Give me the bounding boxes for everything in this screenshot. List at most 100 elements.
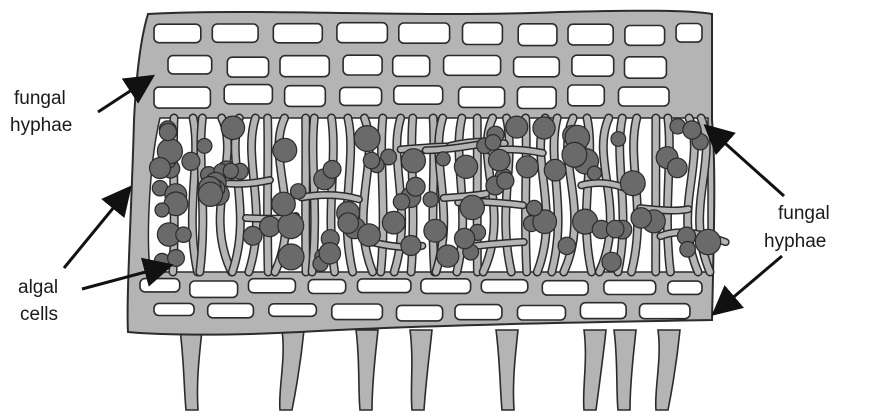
cortex-cell [455, 305, 502, 320]
cortex-cell [518, 306, 566, 321]
cortex-cell [668, 281, 702, 294]
cortex-cell [280, 56, 329, 77]
cortex-cell [393, 56, 430, 77]
label-right-line2: hyphae [764, 231, 826, 252]
arrow-right-upper [708, 128, 784, 196]
cortex-cell [212, 24, 258, 42]
rhizine [656, 330, 680, 410]
algal-cell [455, 228, 475, 248]
cortex-cell [397, 305, 443, 321]
rhizine [280, 330, 304, 410]
algal-cell [319, 243, 340, 264]
algal-cell [358, 224, 381, 247]
algal-cell [680, 242, 696, 258]
algal-cell [338, 213, 359, 234]
algal-cell [562, 142, 587, 167]
algal-cell [406, 177, 425, 196]
cortex-cell [459, 87, 505, 107]
cortex-cell [444, 56, 501, 76]
arrow-algal-upper [64, 190, 128, 268]
cortex-cell [399, 23, 450, 43]
label-right-line1: fungal [778, 203, 830, 224]
cortex-cell [249, 279, 296, 293]
cortex-cell [154, 303, 194, 315]
cortex-cell [227, 57, 268, 77]
algal-cell [291, 184, 306, 199]
algal-cell [460, 195, 484, 219]
cortex-cell [273, 24, 322, 43]
cortex-cell [517, 87, 556, 109]
algal-cell [363, 152, 379, 168]
cortex-cell [568, 85, 605, 106]
label-top-left-line1: fungal [14, 88, 66, 109]
cortex-cell [518, 24, 557, 46]
algal-cell [159, 123, 176, 140]
cortex-cell [604, 280, 656, 294]
cortex-cell [154, 24, 201, 43]
rhizine [410, 330, 432, 410]
algal-cell [485, 135, 501, 151]
cortex-cell [140, 279, 180, 292]
algal-cell [243, 226, 262, 245]
algal-cell [668, 158, 688, 178]
algal-cell [278, 213, 304, 239]
algal-cell [393, 194, 409, 210]
arrow-right-lower [716, 256, 782, 312]
label-fungal-hyphae-right: fungal hyphae [764, 203, 830, 252]
cortex-cell [463, 23, 503, 45]
algal-cell [606, 220, 624, 238]
cortex-cell [224, 85, 272, 104]
cortex-cell [514, 57, 560, 77]
rhizine [584, 330, 606, 410]
cortex-cell [394, 86, 443, 104]
cortex-cell [421, 279, 471, 294]
algal-cell [221, 116, 244, 139]
algal-cell [423, 192, 438, 207]
label-algal-line1: algal [18, 277, 58, 298]
cortex-cell [676, 24, 702, 43]
algal-cell [198, 182, 222, 206]
algal-cell [620, 171, 645, 196]
cortex-cell [154, 87, 210, 108]
rhizine [180, 330, 202, 410]
cortex-cell [580, 303, 626, 319]
label-algal-line2: cells [20, 304, 58, 325]
rhizine [356, 330, 378, 410]
algal-cell [197, 139, 212, 154]
cortex-cell [542, 281, 588, 295]
algal-cell [260, 216, 280, 236]
algal-cell [489, 149, 511, 171]
algal-cell [437, 245, 459, 267]
algal-cell [611, 132, 626, 147]
cortex-cell [572, 55, 614, 76]
cortex-cell [168, 56, 212, 74]
cortex-cell [640, 304, 690, 319]
cortex-cell [343, 55, 382, 75]
cortex-cell [358, 279, 411, 293]
algal-cell [436, 152, 450, 166]
algal-cell [527, 200, 542, 215]
algal-cell [683, 121, 701, 139]
algal-cell [506, 116, 528, 138]
algal-cell [516, 156, 538, 178]
label-algal-cells: algal cells [18, 277, 58, 325]
algal-cell [631, 208, 651, 228]
algal-cell [544, 159, 566, 181]
algal-cell [223, 163, 238, 178]
algal-cell [533, 117, 555, 139]
algal-cell [155, 203, 169, 217]
cortex-cell [337, 23, 388, 43]
label-top-left-line2: hyphae [10, 115, 72, 136]
cortex-cell [208, 304, 254, 318]
algal-cell [278, 244, 304, 270]
rhizine [496, 330, 518, 410]
algal-cell [354, 126, 380, 152]
algal-cell [182, 152, 200, 170]
cortex-cell [625, 26, 665, 46]
cortex-cell [481, 280, 528, 293]
algal-cell [587, 166, 601, 180]
algal-cell [454, 155, 477, 178]
hypha [667, 118, 670, 272]
cortex-cell [190, 281, 238, 297]
